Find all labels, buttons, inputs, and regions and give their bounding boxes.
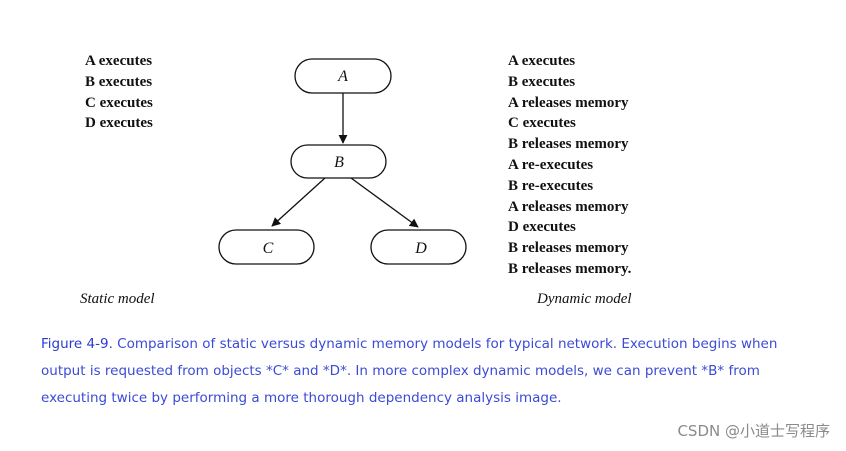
- node-a: A: [294, 58, 392, 94]
- figure-caption: Figure 4-9. Comparison of static versus …: [41, 331, 801, 412]
- dynamic-model-label: Dynamic model: [537, 291, 632, 307]
- dynamic-step: B releases memory: [508, 136, 629, 153]
- node-a-label: A: [337, 68, 348, 85]
- dynamic-step: A re-executes: [508, 156, 594, 173]
- static-step: A executes: [85, 53, 153, 69]
- static-step: D executes: [85, 115, 153, 132]
- dynamic-step: B releases memory.: [508, 260, 632, 277]
- node-d: D: [370, 229, 467, 265]
- node-b-label: B: [334, 154, 344, 171]
- dynamic-step: C executes: [508, 115, 576, 132]
- node-b: B: [290, 144, 387, 179]
- caption-text: . Comparison of static versus dynamic me…: [41, 336, 778, 406]
- dynamic-execution-list: A executes B executes A releases memory …: [508, 51, 631, 280]
- dynamic-step: A releases memory: [508, 94, 629, 111]
- figure-number: Figure 4-9: [41, 336, 109, 352]
- edge-b-d: [350, 177, 419, 228]
- static-model-label: Static model: [80, 291, 155, 307]
- dynamic-step: B re-executes: [508, 177, 594, 194]
- dynamic-step: B executes: [508, 73, 576, 90]
- dynamic-step: A executes: [508, 53, 576, 69]
- dynamic-step: B releases memory: [508, 240, 629, 257]
- dynamic-step: A releases memory: [508, 198, 629, 215]
- static-execution-list: A executes B executes C executes D execu…: [85, 51, 153, 134]
- node-d-label: D: [414, 240, 427, 257]
- static-step: B executes: [85, 73, 153, 90]
- node-c-label: C: [263, 240, 274, 257]
- node-c: C: [218, 229, 315, 265]
- static-step: C executes: [85, 94, 153, 111]
- csdn-watermark: CSDN @小道士写程序: [677, 422, 830, 440]
- edge-b-c: [271, 177, 326, 227]
- dynamic-step: D executes: [508, 219, 576, 236]
